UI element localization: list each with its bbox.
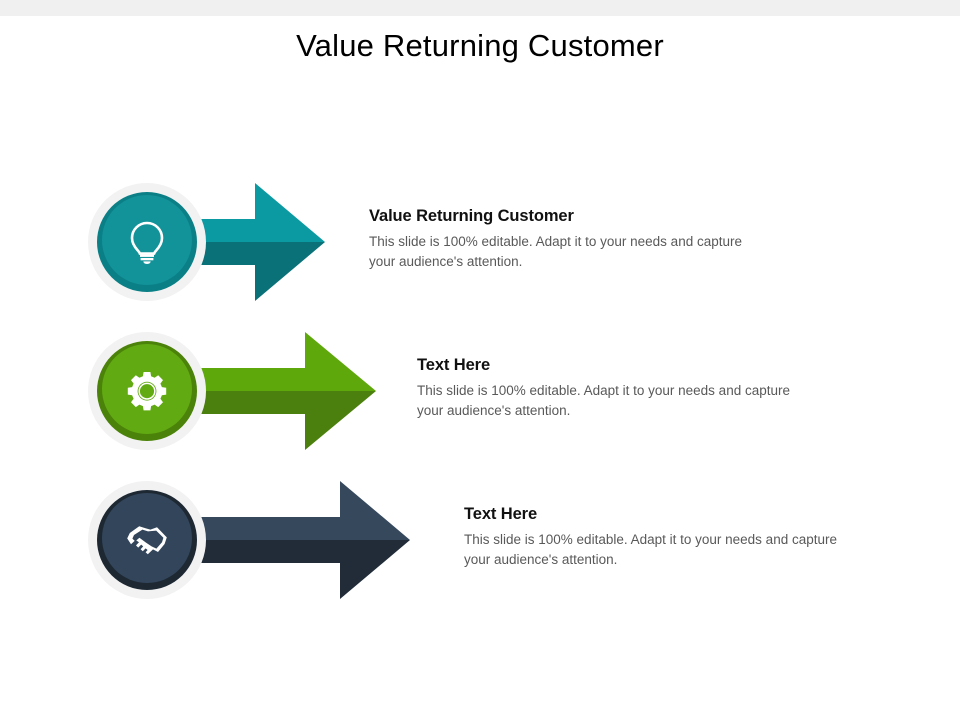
item-title: Text Here	[464, 505, 538, 523]
page-title: Value Returning Customer	[296, 28, 664, 63]
content-row: Text Here This slide is 100% editable. A…	[0, 473, 960, 623]
item-title: Value Returning Customer	[369, 207, 574, 225]
badge-ring	[97, 490, 197, 590]
item-text-block: Text Here This slide is 100% editable. A…	[417, 355, 847, 420]
item-body: This slide is 100% editable. Adapt it to…	[417, 383, 790, 418]
lightbulb-icon	[97, 192, 197, 292]
gear-icon	[97, 341, 197, 441]
item-title: Text Here	[417, 356, 491, 374]
handshake-icon	[97, 490, 197, 590]
badge-face	[102, 195, 192, 285]
content-row: Text Here This slide is 100% editable. A…	[0, 324, 960, 474]
badge-ring	[97, 192, 197, 292]
top-bar	[0, 0, 960, 16]
content-row: Value Returning Customer This slide is 1…	[0, 175, 960, 325]
item-body: This slide is 100% editable. Adapt it to…	[369, 234, 742, 269]
icon-badge	[88, 481, 206, 599]
item-body: This slide is 100% editable. Adapt it to…	[464, 532, 837, 567]
icon-badge	[88, 332, 206, 450]
item-text-block: Value Returning Customer This slide is 1…	[369, 206, 799, 271]
badge-ring	[97, 341, 197, 441]
item-text-block: Text Here This slide is 100% editable. A…	[464, 504, 894, 569]
icon-badge	[88, 183, 206, 301]
